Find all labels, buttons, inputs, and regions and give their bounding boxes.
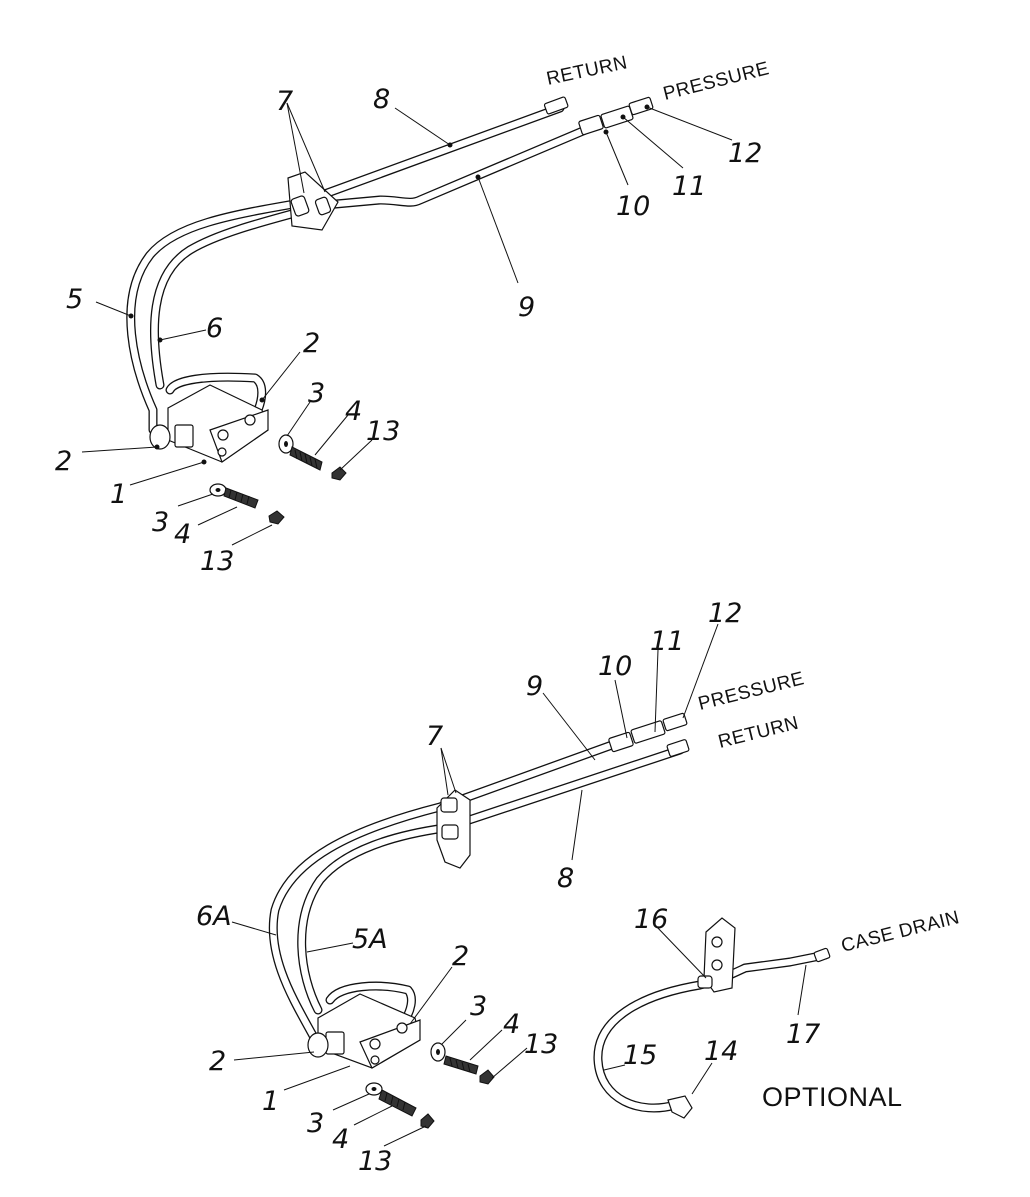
top-pressure-label: PRESSURE: [661, 58, 771, 105]
top-callout-6: 6: [206, 313, 223, 344]
bottom-pressure-fittings: [608, 712, 688, 753]
top-callout-9: 9: [518, 292, 535, 323]
top-leaders: [81, 102, 733, 546]
top-hardware-bottom: [209, 483, 285, 525]
bottom-return-label: RETURN: [716, 713, 801, 753]
bottom-callout-11: 11: [650, 626, 684, 657]
top-callout-2b: 2: [303, 328, 320, 359]
top-callout-13b: 13: [366, 416, 400, 447]
top-callout-12: 12: [728, 138, 762, 169]
optional-callout-15: 15: [623, 1040, 657, 1071]
bottom-hardware-right: [430, 1042, 495, 1085]
bottom-callout-2b: 2: [452, 941, 469, 972]
bottom-callout-9: 9: [526, 671, 543, 702]
bottom-callout-10: 10: [598, 651, 632, 682]
bottom-callout-6A: 6A: [196, 901, 232, 932]
bottom-callout-13a: 13: [358, 1146, 392, 1177]
bottom-callout-7: 7: [426, 721, 443, 752]
optional-title: OPTIONAL: [762, 1082, 903, 1112]
top-assembly: RETURN PRESSURE 8 7 5 6 2 3 4 13 2 1 3 4…: [55, 52, 772, 577]
top-callout-13a: 13: [200, 546, 234, 577]
bottom-hardware-bottom: [365, 1082, 435, 1129]
top-valve-block-1: [149, 384, 269, 463]
bottom-valve-block-1: [307, 993, 421, 1069]
optional-callout-17: 17: [786, 1019, 820, 1050]
bottom-callout-5A: 5A: [352, 924, 388, 955]
bottom-callout-3b: 3: [470, 991, 487, 1022]
top-hardware-right: [278, 434, 347, 481]
bottom-callout-3a: 3: [307, 1108, 324, 1139]
top-callout-11: 11: [672, 171, 706, 202]
top-callout-4b: 4: [345, 396, 362, 427]
top-callout-3a: 3: [152, 507, 169, 538]
bottom-leaders: [231, 623, 719, 1147]
top-callout-5: 5: [66, 284, 83, 315]
bottom-callout-4b: 4: [503, 1009, 520, 1040]
top-callout-3b: 3: [308, 378, 325, 409]
optional-callout-14: 14: [704, 1036, 738, 1067]
bottom-callout-8: 8: [557, 863, 574, 894]
bottom-callout-1: 1: [262, 1086, 279, 1117]
bottom-callout-2a: 2: [209, 1046, 226, 1077]
top-callout-8: 8: [373, 84, 390, 115]
optional-kit: CASE DRAIN OPTIONAL 16 17 15 14: [593, 904, 962, 1119]
top-pressure-fittings: [578, 96, 654, 136]
top-callout-2a: 2: [55, 446, 72, 477]
top-hose-6: [149, 123, 595, 390]
top-callout-7: 7: [276, 86, 293, 117]
bottom-pressure-label: PRESSURE: [696, 668, 806, 715]
optional-elbow-14: [667, 1095, 693, 1119]
bottom-callout-13b: 13: [524, 1029, 558, 1060]
bottom-assembly: PRESSURE RETURN 7 9 10 11 12 8 6A 5A 2 3…: [196, 598, 807, 1177]
top-callout-10: 10: [616, 191, 650, 222]
optional-case-drain-label: CASE DRAIN: [839, 907, 962, 957]
top-return-label: RETURN: [545, 52, 630, 90]
top-callout-4a: 4: [174, 519, 191, 550]
optional-callout-16: 16: [634, 904, 668, 935]
bottom-callout-12: 12: [708, 598, 742, 629]
top-callout-1: 1: [110, 479, 127, 510]
bottom-callout-4a: 4: [332, 1124, 349, 1155]
